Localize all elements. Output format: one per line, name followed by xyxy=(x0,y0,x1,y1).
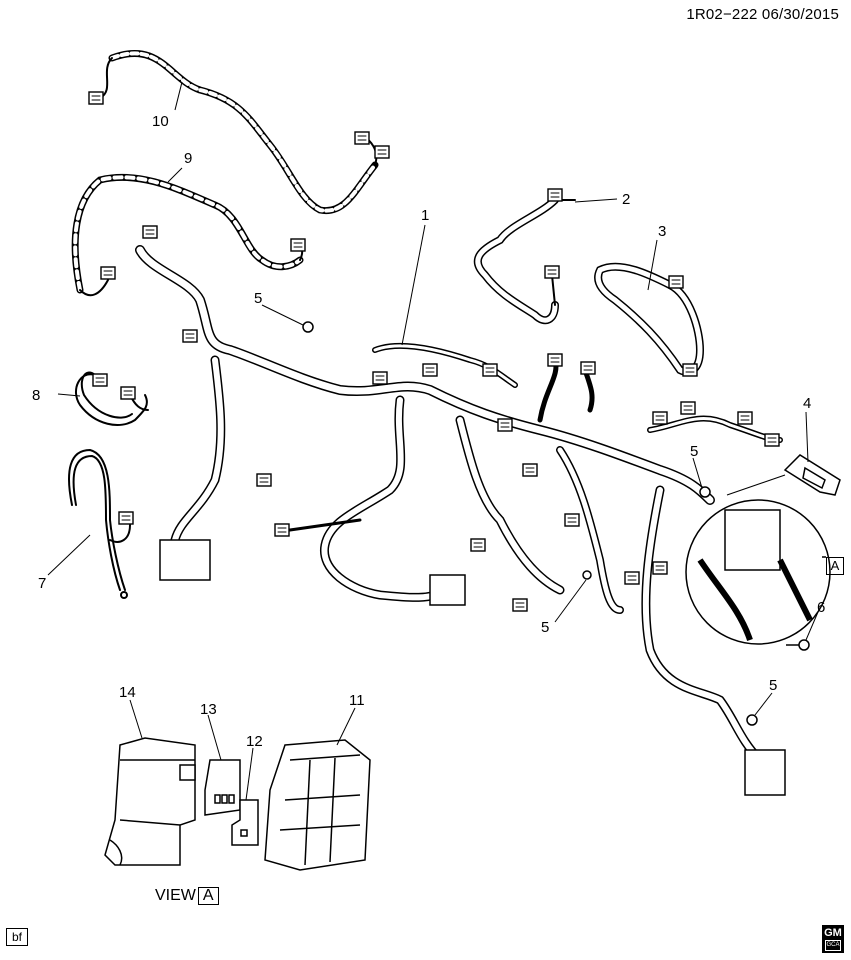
harness-8 xyxy=(75,371,149,426)
callout-1: 1 xyxy=(421,207,429,224)
callout-7: 7 xyxy=(38,575,46,592)
callout-6: 6 xyxy=(817,599,825,616)
harness-10 xyxy=(88,49,390,215)
detail-a-circle xyxy=(685,499,831,645)
gm-logo-main: GM xyxy=(824,927,842,939)
bracket-4 xyxy=(783,454,841,496)
callout-4: 4 xyxy=(803,395,811,412)
fastener-5 xyxy=(302,321,758,726)
callout-13: 13 xyxy=(200,701,217,718)
callout-12: 12 xyxy=(246,733,263,750)
callout-5-lower: 5 xyxy=(769,677,777,694)
leader-lines xyxy=(47,81,819,801)
view-label-text: VIEW xyxy=(155,887,196,904)
fuse-block-11 xyxy=(264,739,371,871)
callout-3: 3 xyxy=(658,223,666,240)
harness-2 xyxy=(473,188,576,325)
callout-5-center: 5 xyxy=(541,619,549,636)
module-14 xyxy=(104,737,196,866)
bolt-6 xyxy=(786,639,810,651)
harness-9 xyxy=(71,173,306,297)
document-id: 1R02−222 06/30/2015 xyxy=(686,6,839,23)
callout-5-upper: 5 xyxy=(254,290,262,307)
callout-10: 10 xyxy=(152,113,169,130)
view-marker: A xyxy=(197,887,219,905)
callout-2: 2 xyxy=(622,191,630,208)
callout-8: 8 xyxy=(32,387,40,404)
relay-strip-13 xyxy=(204,759,241,816)
callout-14: 14 xyxy=(119,684,136,701)
harness-1-main xyxy=(135,225,786,796)
callout-11: 11 xyxy=(349,692,365,709)
callout-9: 9 xyxy=(184,150,192,167)
fuse-strip-12 xyxy=(231,799,259,846)
harness-3 xyxy=(594,262,705,377)
callout-numbers: 10 9 1 2 3 5 4 8 5 7 6 5 5 14 11 13 12 xyxy=(32,113,825,750)
callout-5-right: 5 xyxy=(690,443,698,460)
bf-tag: bf xyxy=(6,928,29,946)
detail-a-marker: A xyxy=(826,557,844,575)
harness-7 xyxy=(68,448,134,599)
gm-logo-sub: GCA xyxy=(825,940,841,951)
gm-logo: GM GCA xyxy=(822,925,844,953)
